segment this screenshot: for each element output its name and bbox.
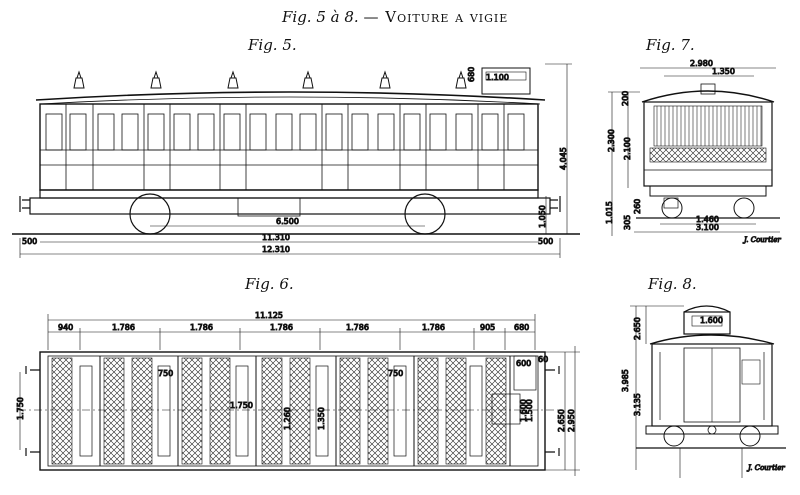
fig7-dim-height-c: 200 — [621, 91, 630, 106]
fig5-dim-lookout: 1.100 — [486, 73, 509, 82]
fig7-dim-roof-width: 1.350 — [712, 67, 735, 76]
fig6-dim-brake-c: 600 — [516, 359, 531, 368]
fig6-dim-brake-a: 1.500 — [525, 399, 534, 422]
fig8-wheel-left — [663, 425, 685, 447]
fig6-dim-brake-b: 1.600 — [519, 399, 528, 422]
fig7-seat — [649, 147, 767, 163]
fig5-dim-overhang-right: 500 — [538, 237, 553, 246]
fig6-dim-comp2: 750 — [388, 369, 403, 378]
fig6-dim-overall: 11.125 — [255, 311, 283, 320]
fig5-dim-box-height: 680 — [467, 67, 476, 82]
fig5-dim-total-height: 4.045 — [559, 147, 568, 170]
fig6-plan-view: 11.125 940 1.786 1.786 1.786 1.786 1.786… — [16, 311, 580, 476]
fig5-dim-overhang-left: 500 — [22, 237, 37, 246]
fig5-dim-axle-height: 1.050 — [538, 205, 547, 228]
fig7-partition-panel — [653, 105, 763, 147]
fig8-signature: J. Courtier — [746, 464, 785, 472]
fig5-buffer-left — [19, 196, 30, 212]
fig6-dim-width-a: 2.650 — [557, 409, 566, 432]
fig6-brake-cabin — [513, 355, 537, 391]
fig5-body — [39, 103, 539, 191]
fig7-cross-section: 2.980 1.350 2.300 2.100 200 1.015 305 26… — [605, 59, 782, 245]
fig8-handrails — [659, 352, 765, 420]
fig5-underframe — [39, 189, 539, 199]
fig5-side-elevation: 1.100 680 4.045 6.500 11.310 12.310 500 … — [12, 63, 580, 258]
fig6-dim-seg4: 1.786 — [270, 323, 293, 332]
fig8-wheel-right — [739, 425, 761, 447]
fig8-dim-height-total: 3.985 — [621, 369, 630, 392]
fig5-caption: Fig. 5. — [248, 36, 297, 54]
fig7-dim-height-a: 2.300 — [607, 129, 616, 152]
fig7-dim-top-width: 2.980 — [690, 59, 713, 68]
fig7-signature: J. Courtier — [742, 236, 781, 244]
fig6-caption: Fig. 6. — [245, 275, 294, 293]
fig6-dim-seg6: 1.786 — [422, 323, 445, 332]
fig8-dim-height-top: 2.650 — [633, 317, 642, 340]
main-title-figures: Fig. 5 à 8. — [282, 8, 359, 26]
fig6-frame — [39, 351, 546, 471]
fig5-roof — [35, 91, 546, 101]
fig7-dim-height-b: 2.100 — [623, 137, 632, 160]
fig5-dimensions — [19, 63, 572, 258]
fig5-dim-total-length: 12.310 — [262, 245, 290, 254]
fig6-buffers-left — [25, 366, 40, 456]
fig6-top-dimensions — [47, 314, 536, 350]
fig6-dim-seg8: 680 — [514, 323, 529, 332]
fig7-lamp — [700, 83, 716, 95]
fig8-dim-lookout-width: 1.600 — [700, 316, 723, 325]
fig8-caption: Fig. 8. — [648, 275, 697, 293]
fig6-dim-comp1: 750 — [158, 369, 173, 378]
fig6-buffers-right — [545, 366, 560, 456]
fig5-dim-wheelbase: 6.500 — [276, 217, 299, 226]
fig6-dim-seg2: 1.786 — [112, 323, 135, 332]
fig6-dim-comp4: 1.350 — [317, 407, 326, 430]
fig6-dim-seg3: 1.786 — [190, 323, 213, 332]
fig8-coupling — [707, 425, 717, 435]
fig8-end-elevation: 1.600 2.650 3.985 3.135 J. Courtier — [621, 305, 786, 478]
fig7-wheel-right — [733, 197, 755, 219]
fig6-dim-width-b: 2.950 — [567, 409, 576, 432]
fig7-dim-track: 3.100 — [696, 223, 719, 232]
fig6-dim-brake-d: 60 — [538, 355, 548, 364]
fig5-windows — [45, 113, 525, 151]
main-title-text: — Voiture a vigie — [363, 8, 509, 26]
fig6-partitions — [99, 356, 511, 466]
fig5-roof-lamps — [73, 70, 467, 89]
fig5-door-panels — [65, 104, 505, 190]
fig6-seats — [51, 357, 507, 465]
fig7-dim-base-c: 1.460 — [696, 215, 719, 224]
fig8-roof — [649, 334, 775, 345]
fig6-dim-comp3: 1.260 — [283, 407, 292, 430]
fig6-dim-seg5: 1.786 — [346, 323, 369, 332]
fig8-lookout — [683, 311, 731, 335]
fig6-dim-seg7: 905 — [480, 323, 495, 332]
fig5-brake-box — [237, 197, 301, 217]
fig6-dim-seg1: 940 — [58, 323, 73, 332]
fig5-dim-body-length: 11.310 — [262, 233, 290, 242]
fig6-dim-inner-center: 1.750 — [230, 401, 253, 410]
fig7-roof — [641, 90, 775, 103]
fig7-dim-base-b: 260 — [633, 199, 642, 214]
fig5-buffer-right — [550, 196, 561, 212]
fig5-lookout — [481, 67, 531, 95]
fig7-caption: Fig. 7. — [646, 36, 695, 54]
fig6-dim-width-left: 1.750 — [16, 397, 25, 420]
fig6-floor-strips — [79, 365, 483, 457]
fig8-dim-height-body: 3.135 — [633, 393, 642, 416]
fig7-dim-base-a: 305 — [623, 215, 632, 230]
main-title: Fig. 5 à 8. — Voiture a vigie — [282, 8, 508, 26]
fig7-dim-height-d: 1.015 — [605, 201, 614, 224]
